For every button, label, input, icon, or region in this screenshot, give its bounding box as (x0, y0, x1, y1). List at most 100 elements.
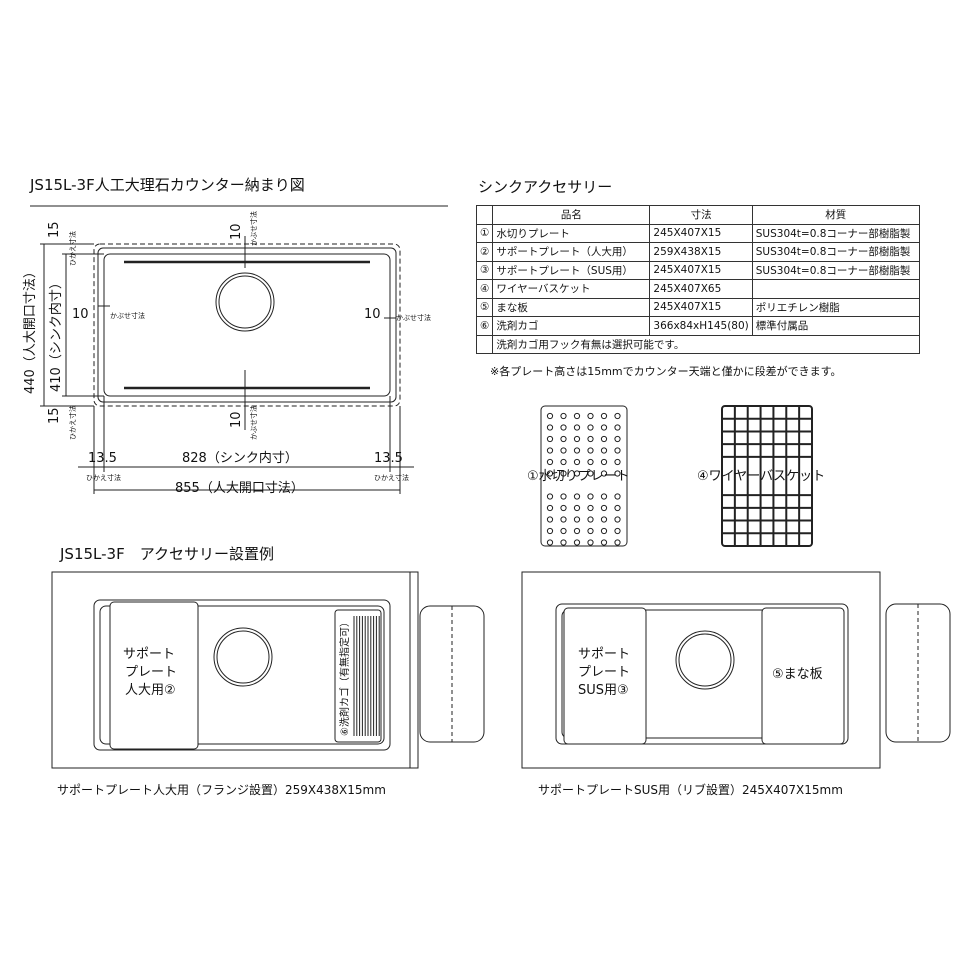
left-sink-bowl (99, 605, 385, 745)
kabuse-label-top: かぶせ寸法 (249, 211, 258, 246)
accessory-table: 品名 寸法 材質 ① 水切りプレート 245X407X15 SUS304t=0.… (475, 205, 920, 354)
hikae-label-right: ひかえ寸法 (374, 473, 409, 482)
plate-hole (587, 493, 594, 500)
plate-hole (546, 527, 554, 535)
row-material: SUS304t=0.8コーナー部樹脂製 (751, 223, 920, 243)
row-name: 水切りプレート (492, 223, 651, 243)
hikae-label-bottom: ひかえ寸法 (68, 405, 77, 440)
plate-hole (560, 470, 567, 477)
plate-hole (573, 470, 581, 477)
plate-hole (560, 516, 567, 523)
dim-top-10: 10 (229, 223, 244, 240)
plate-hole (546, 424, 554, 431)
dim-bottom-10: 10 (229, 411, 244, 428)
plate-hole (546, 516, 554, 523)
left-drain (213, 627, 273, 687)
plate-hole (573, 435, 581, 443)
kabuse-label-bottom: かぶせ寸法 (249, 405, 258, 440)
right-caption: サポートプレートSUS用（リブ設置）245X407X15mm (538, 782, 843, 797)
plate-hole (614, 470, 621, 477)
row-name: 洗剤カゴ (492, 316, 651, 336)
plate-hole (614, 435, 621, 443)
plate-hole (546, 470, 554, 477)
plate-hole (560, 447, 567, 454)
right-drain (675, 630, 735, 690)
right-cutting-board (761, 607, 845, 745)
plate-hole (614, 539, 621, 546)
plate-hole (587, 424, 594, 431)
plate-hole (560, 527, 567, 535)
kabuse-label-left: かぶせ寸法 (110, 311, 145, 320)
plate-hole (587, 539, 594, 546)
plate-hole (614, 412, 621, 420)
right-support-plate (563, 607, 647, 745)
left-plate-line3: 人大用② (125, 683, 176, 698)
plate-hole (573, 527, 581, 535)
section2-title: JS15L-3F アクセサリー設置例 (59, 545, 274, 563)
right-plate-line3: SUS用③ (578, 683, 629, 698)
section1-title: JS15L-3F人工大理石カウンター納まり図 (29, 176, 305, 194)
plate-hole (573, 539, 581, 546)
plate-hole (614, 527, 621, 535)
row-name: ワイヤーバスケット (492, 279, 651, 299)
row-size: 245X407X15 (649, 223, 753, 243)
counter-opening-outline (93, 243, 401, 407)
drain-outlet-inner (218, 275, 272, 329)
right-drain-inner (678, 633, 732, 687)
row-no: ⑥ (475, 316, 494, 336)
plate-hole (573, 504, 581, 512)
left-drain-inner (216, 630, 270, 684)
plate-hole (614, 493, 621, 500)
detergent-basket-slats (353, 616, 380, 736)
plate-hole (587, 412, 594, 420)
row-name: サポートプレート（SUS用） (492, 260, 651, 280)
row-no: ① (475, 223, 494, 243)
left-detergent-basket (334, 609, 382, 743)
basket-label: ④ワイヤーバスケット (697, 469, 825, 484)
sink-inner-bowl (103, 253, 391, 397)
row-size: 259X438X15 (649, 242, 753, 262)
plate-hole (587, 470, 594, 477)
row-material: SUS304t=0.8コーナー部樹脂製 (751, 260, 920, 280)
plate-hole (600, 527, 608, 535)
table-footer-row: 洗剤カゴ用フック有無は選択可能です。 (475, 334, 920, 354)
plate-hole (587, 447, 594, 454)
plate-hole (600, 458, 608, 466)
row-material: SUS304t=0.8コーナー部樹脂製 (751, 242, 920, 262)
row-material (751, 279, 920, 299)
plate-hole (573, 458, 581, 466)
dim-top-15: 15 (47, 221, 62, 238)
plate-hole (560, 424, 567, 431)
dim-855: 855（人大開口寸法） (175, 481, 304, 496)
plate-hole (546, 493, 554, 500)
table-header-cell (475, 205, 494, 225)
plate-hole (614, 447, 621, 454)
plate-hole (587, 516, 594, 523)
plate-hole (614, 424, 621, 431)
table-header-cell: 材質 (751, 205, 920, 225)
plate-hole (587, 504, 594, 512)
right-sink-rim (555, 603, 849, 745)
plate-hole (614, 504, 621, 512)
plate-hole (573, 516, 581, 523)
table-header-cell: 寸法 (649, 205, 753, 225)
wire-basket-grid (722, 406, 812, 546)
plate-hole (546, 412, 554, 420)
table-row: ⑤ まな板 245X407X15 ポリエチレン樹脂 (475, 297, 920, 317)
plate-hole (560, 412, 567, 420)
plate-hole (600, 493, 608, 500)
plate-hole (600, 424, 608, 431)
plate-hole (587, 458, 594, 466)
row-no: ② (475, 242, 494, 262)
plate-hole (546, 458, 554, 466)
plate-hole (600, 412, 608, 420)
right-side-fixture (885, 603, 951, 743)
row-material: ポリエチレン樹脂 (751, 297, 920, 317)
plate-hole (573, 424, 581, 431)
plate-hole (600, 435, 608, 443)
dim-410: 410（シンク内寸） (48, 276, 64, 392)
plate-hole (546, 447, 554, 454)
row-name: サポートプレート（人大用） (492, 242, 651, 262)
footer-text: 洗剤カゴ用フック有無は選択可能です。 (492, 334, 920, 354)
dim-left-10: 10 (72, 307, 89, 322)
